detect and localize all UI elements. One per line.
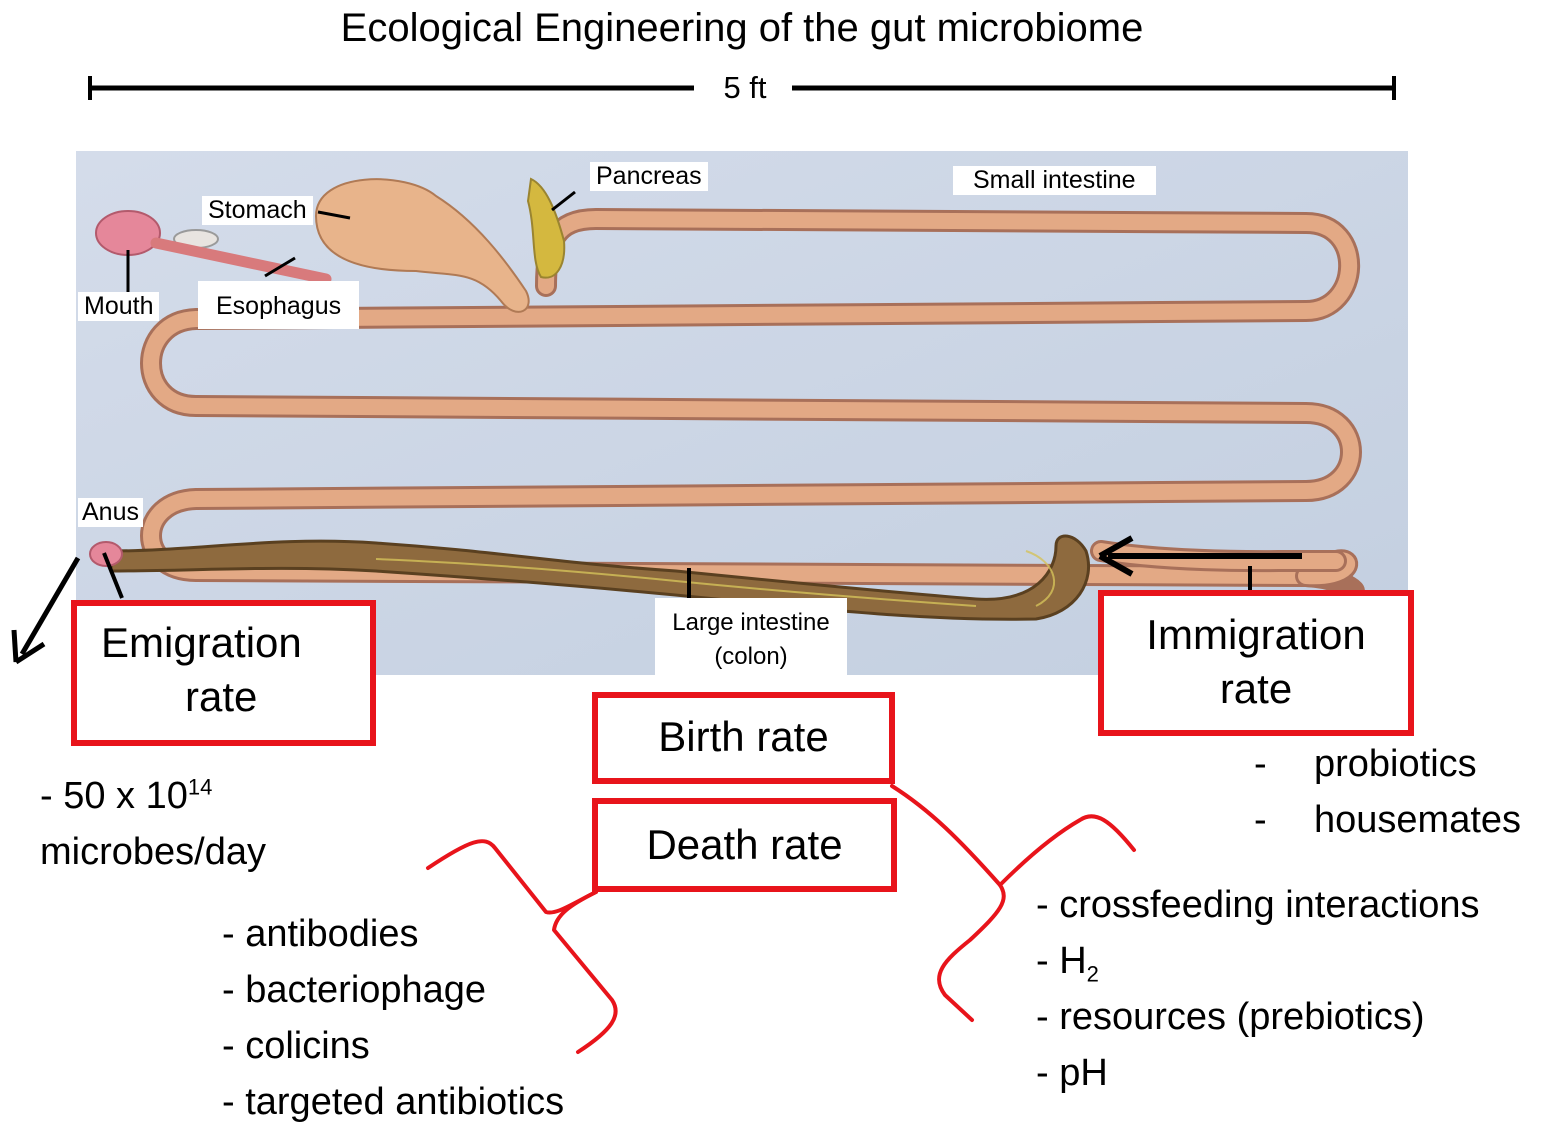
emigration-flux: - 50 x 1014 bbox=[40, 768, 266, 824]
list-item: -housemates bbox=[1254, 792, 1267, 848]
birth-rate-box: Birth rate bbox=[592, 692, 895, 784]
list-item: - H2 bbox=[1036, 933, 1480, 989]
list-item: - pH bbox=[1036, 1045, 1480, 1101]
list-item: -probiotics bbox=[1254, 736, 1267, 792]
large-intestine-label: Large intestine (colon) bbox=[655, 598, 847, 678]
emigration-rate-box: Emigration rate bbox=[71, 600, 376, 746]
birth-brace-bottom bbox=[939, 885, 1004, 1020]
emigration-unit: microbes/day bbox=[40, 824, 266, 880]
pancreas-label: Pancreas bbox=[590, 162, 708, 191]
emigration-note: - 50 x 1014 microbes/day bbox=[40, 768, 266, 880]
small-intestine-label: Small intestine bbox=[953, 166, 1156, 195]
death-brace-top bbox=[428, 841, 596, 912]
list-item: - bacteriophage bbox=[222, 962, 564, 1018]
list-item: - antibodies bbox=[222, 906, 564, 962]
immigration-list: -probiotics -housemates bbox=[1254, 736, 1267, 848]
birth-brace-top bbox=[892, 786, 1134, 885]
list-item: - resources (prebiotics) bbox=[1036, 989, 1480, 1045]
list-item: - crossfeeding interactions bbox=[1036, 877, 1480, 933]
list-item: - colicins bbox=[222, 1018, 564, 1074]
list-item: - targeted antibiotics bbox=[222, 1074, 564, 1130]
emigration-arrow bbox=[22, 558, 78, 654]
birth-factor-list: - crossfeeding interactions - H2 - resou… bbox=[1036, 877, 1480, 1101]
immigration-rate-box: Immigration rate bbox=[1098, 590, 1414, 736]
stomach-label: Stomach bbox=[202, 196, 313, 225]
death-factor-list: - antibodies - bacteriophage - colicins … bbox=[222, 906, 564, 1130]
mouth-label: Mouth bbox=[78, 292, 159, 321]
anus-label: Anus bbox=[78, 498, 143, 527]
esophagus-label: Esophagus bbox=[198, 281, 359, 329]
death-rate-box: Death rate bbox=[592, 798, 897, 892]
